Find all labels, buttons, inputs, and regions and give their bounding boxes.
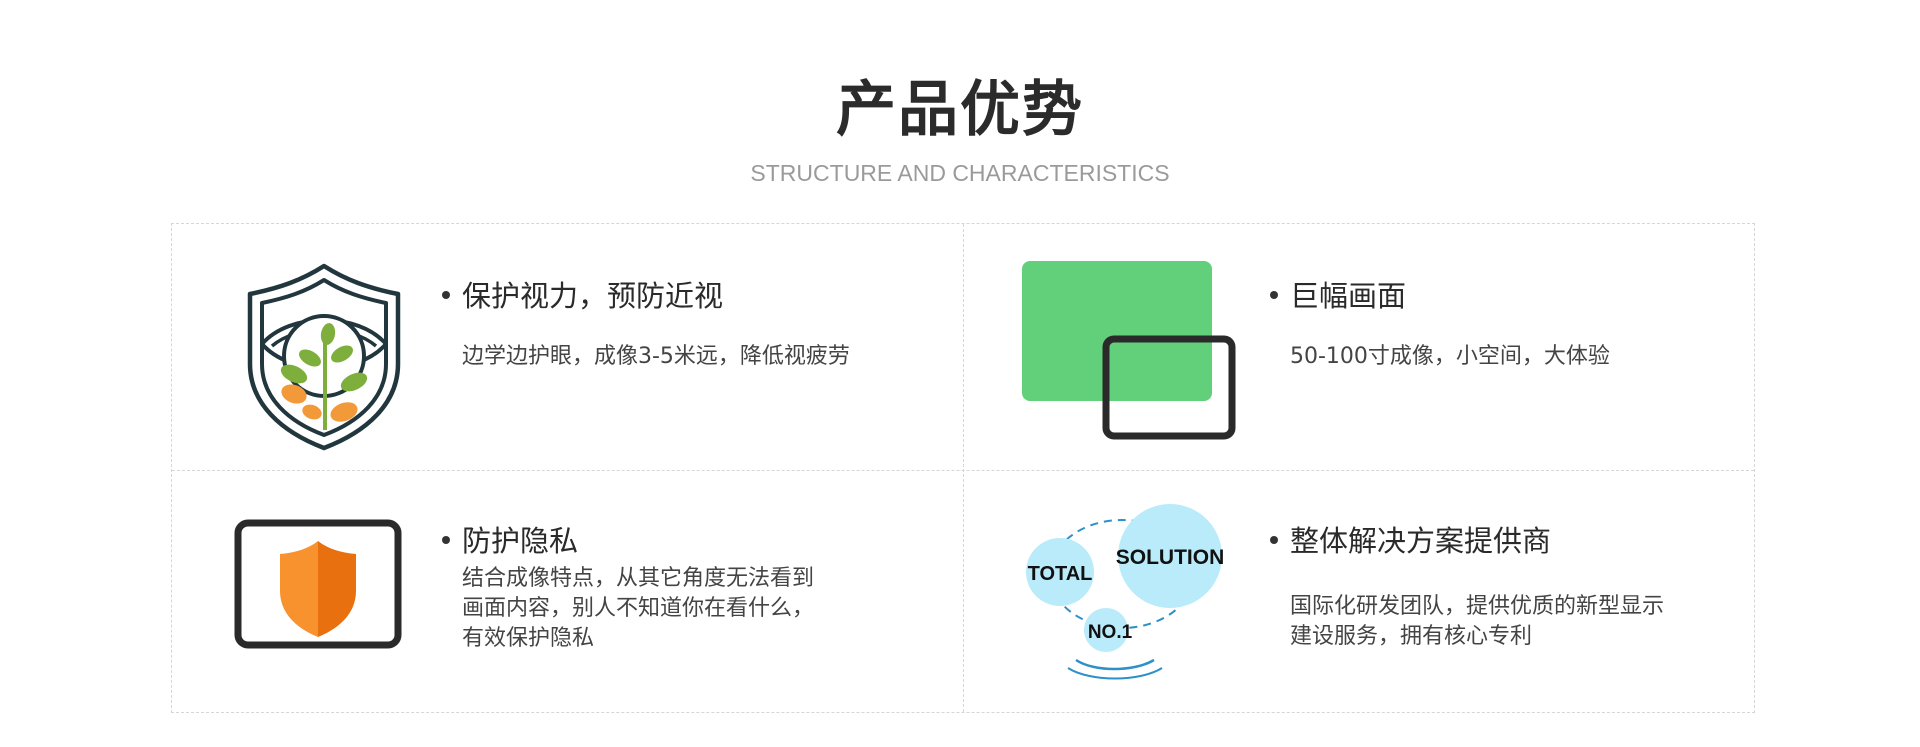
feature-title: 巨幅画面 [1270,277,1406,315]
features-grid: 保护视力，预防近视 边学边护眼，成像3-5米远，降低视疲劳 巨幅画面 50-10… [171,223,1755,713]
grid-divider-vertical [963,224,964,712]
eye-shield-plant-icon [242,262,406,452]
bullet-dot [1270,291,1278,299]
feature-card-eye-protection: 保护视力，预防近视 边学边护眼，成像3-5米远，降低视疲劳 [172,224,964,469]
feature-description: 国际化研发团队，提供优质的新型显示 建设服务，拥有核心专利 [1290,594,1665,649]
bullet-dot [442,536,450,544]
label-solution: SOLUTION [1116,546,1225,569]
page-subtitle: STRUCTURE AND CHARACTERISTICS [750,160,1170,186]
feature-title: 防护隐私 [442,522,578,560]
feature-description: 50-100寸成像，小空间，大体验 [1290,344,1610,369]
big-screen-icon [1022,259,1246,445]
feature-title: 整体解决方案提供商 [1270,522,1551,560]
label-no1: NO.1 [1088,622,1133,643]
feature-description: 边学边护眼，成像3-5米远，降低视疲劳 [462,344,850,369]
page-title: 产品优势 [836,75,1084,145]
privacy-shield-icon [234,519,404,651]
grid-divider-horizontal [172,470,1754,471]
label-total: TOTAL [1028,563,1093,585]
feature-card-privacy: 防护隐私 结合成像特点，从其它角度无法看到 画面内容，别人不知道你在看什么， 有… [172,470,964,715]
feature-title: 保护视力，预防近视 [442,277,723,315]
bullet-dot [442,291,450,299]
feature-card-total-solution: TOTAL SOLUTION NO.1 整体解决方案提供商 国际化研发团队，提供… [964,470,1756,715]
feature-card-big-screen: 巨幅画面 50-100寸成像，小空间，大体验 [964,224,1756,469]
total-solution-icon: TOTAL SOLUTION NO.1 [1024,504,1234,684]
feature-description: 结合成像特点，从其它角度无法看到 画面内容，别人不知道你在看什么， 有效保护隐私 [462,566,815,651]
bullet-dot [1270,536,1278,544]
